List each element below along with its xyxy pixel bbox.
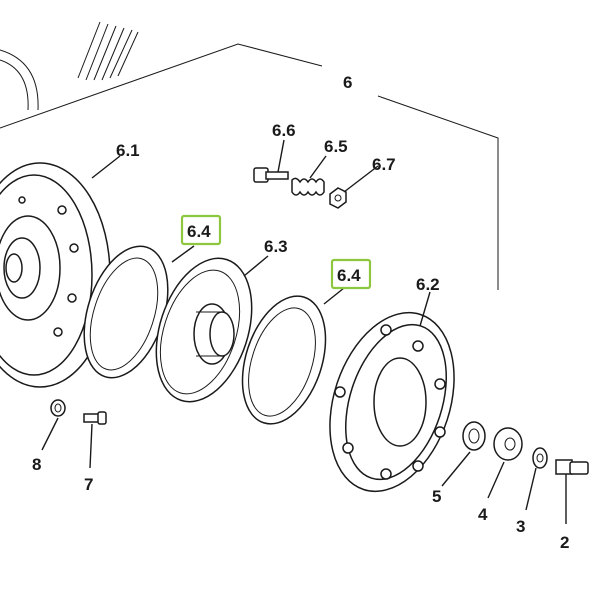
label-6-3: 6.3 xyxy=(264,237,288,256)
label-6-7: 6.7 xyxy=(372,155,396,174)
washer-3 xyxy=(532,447,548,469)
label-7: 7 xyxy=(84,475,93,494)
washer-5 xyxy=(462,421,486,451)
flange-6-1 xyxy=(0,162,111,388)
label-6-4-a: 6.4 xyxy=(187,222,211,241)
label-6-6: 6.6 xyxy=(272,121,296,140)
cover-plate-6-2 xyxy=(329,311,455,493)
bolt-2 xyxy=(555,459,589,475)
label-group-6: 6 xyxy=(343,73,352,92)
label-8: 8 xyxy=(32,455,41,474)
label-6-2: 6.2 xyxy=(416,275,440,294)
washer-4 xyxy=(493,427,523,461)
label-6-4-b: 6.4 xyxy=(337,266,361,285)
label-6-1: 6.1 xyxy=(116,141,140,160)
nut-6-7 xyxy=(329,187,347,209)
label-5: 5 xyxy=(432,487,441,506)
label-6-5: 6.5 xyxy=(324,137,348,156)
highlight-6-4-a xyxy=(180,214,222,246)
hub-disc-6-3 xyxy=(155,257,253,403)
bolt-6-6 xyxy=(253,167,289,183)
housing-fragment xyxy=(0,21,499,290)
label-2: 2 xyxy=(560,533,569,552)
label-4: 4 xyxy=(478,505,488,524)
leader-lines xyxy=(41,139,567,524)
spring-6-5 xyxy=(291,177,325,196)
screw-7 xyxy=(83,411,107,425)
disc-6-4-b xyxy=(241,295,327,425)
washer-8 xyxy=(50,399,66,417)
label-3: 3 xyxy=(516,517,525,536)
highlight-6-4-b xyxy=(330,258,372,290)
